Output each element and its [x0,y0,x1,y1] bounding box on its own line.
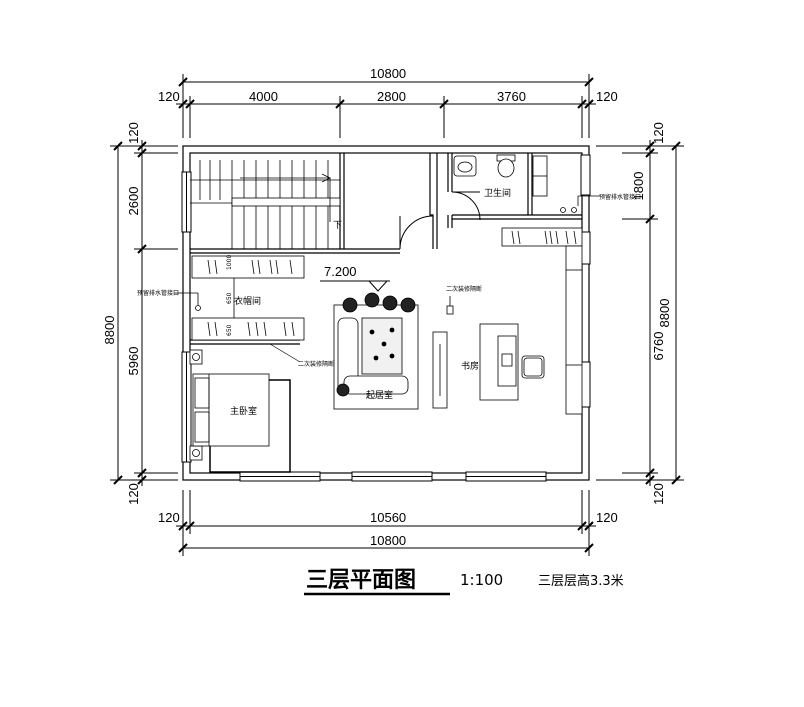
elevation-label: 7.200 [324,264,357,279]
dim-right-seg1: 1800 [631,172,646,201]
dim-left-top-margin: 120 [126,122,141,144]
study-partition [432,296,454,409]
floor-height-note: 三层层高3.3米 [538,573,624,589]
study-furniture [479,323,545,401]
drain-left-symbol [174,292,201,311]
drain-right-symbol [560,195,600,213]
dim-left-seg1: 2600 [126,187,141,216]
windows [181,154,591,482]
study-bookshelf [501,227,583,415]
dim-top-seg1: 4000 [249,89,278,104]
dim-top-seg2: 2800 [377,89,406,104]
closet-wardrobes [191,255,305,341]
dim-left-bottom-margin: 120 [126,483,141,505]
dim-top-seg3: 3760 [497,89,526,104]
dim-right-top-margin: 120 [651,122,666,144]
drain-left-label: 预留排水管接口 [137,289,179,297]
bathroom-fixtures [453,154,548,197]
dim-left-seg2: 5960 [126,347,141,376]
bottom-dimension-lines [176,490,596,556]
room-study: 书房 [461,360,479,372]
drawing-title: 三层平面图 [306,568,416,593]
staircase [190,160,341,249]
room-closet: 衣帽间 [234,295,261,307]
dim-left-total: 8800 [102,316,117,345]
dim-right-seg2: 6760 [651,332,666,361]
dim-bottom-inner: 10560 [370,510,406,525]
living-furniture [333,292,419,410]
right-dimension-lines [596,140,684,486]
dim-bottom-right-margin: 120 [596,510,618,525]
room-living: 起居室 [366,389,393,401]
dim-right-total: 8800 [657,299,672,328]
partition-label-1: 二次装修隔断 [298,360,334,368]
left-dimension-lines [110,140,178,486]
dim-top-right-margin: 120 [596,89,618,104]
dim-right-bottom-margin: 120 [651,483,666,505]
room-bathroom: 卫生间 [484,187,511,199]
stairs-down-label: 下 [333,221,342,231]
closet-dim-1: 1000 [226,255,233,270]
drawing-scale: 1:100 [460,571,503,589]
partition-leader-1 [269,343,301,363]
closet-dim-3: 650 [226,324,233,336]
dim-bottom-total: 10800 [370,533,406,548]
bedroom-furniture [189,349,291,473]
partition-label-2: 二次装修隔断 [446,285,482,293]
elevation-marker [320,280,390,292]
room-master-bedroom: 主卧室 [230,405,257,417]
closet-dim-2: 650 [226,292,233,304]
dim-top-total: 10800 [370,66,406,81]
doors [399,191,481,250]
drain-right-label: 预留排水管接口 [599,193,641,201]
top-dimension-lines [176,74,596,138]
dim-top-left-margin: 120 [158,89,180,104]
dim-bottom-left-margin: 120 [158,510,180,525]
